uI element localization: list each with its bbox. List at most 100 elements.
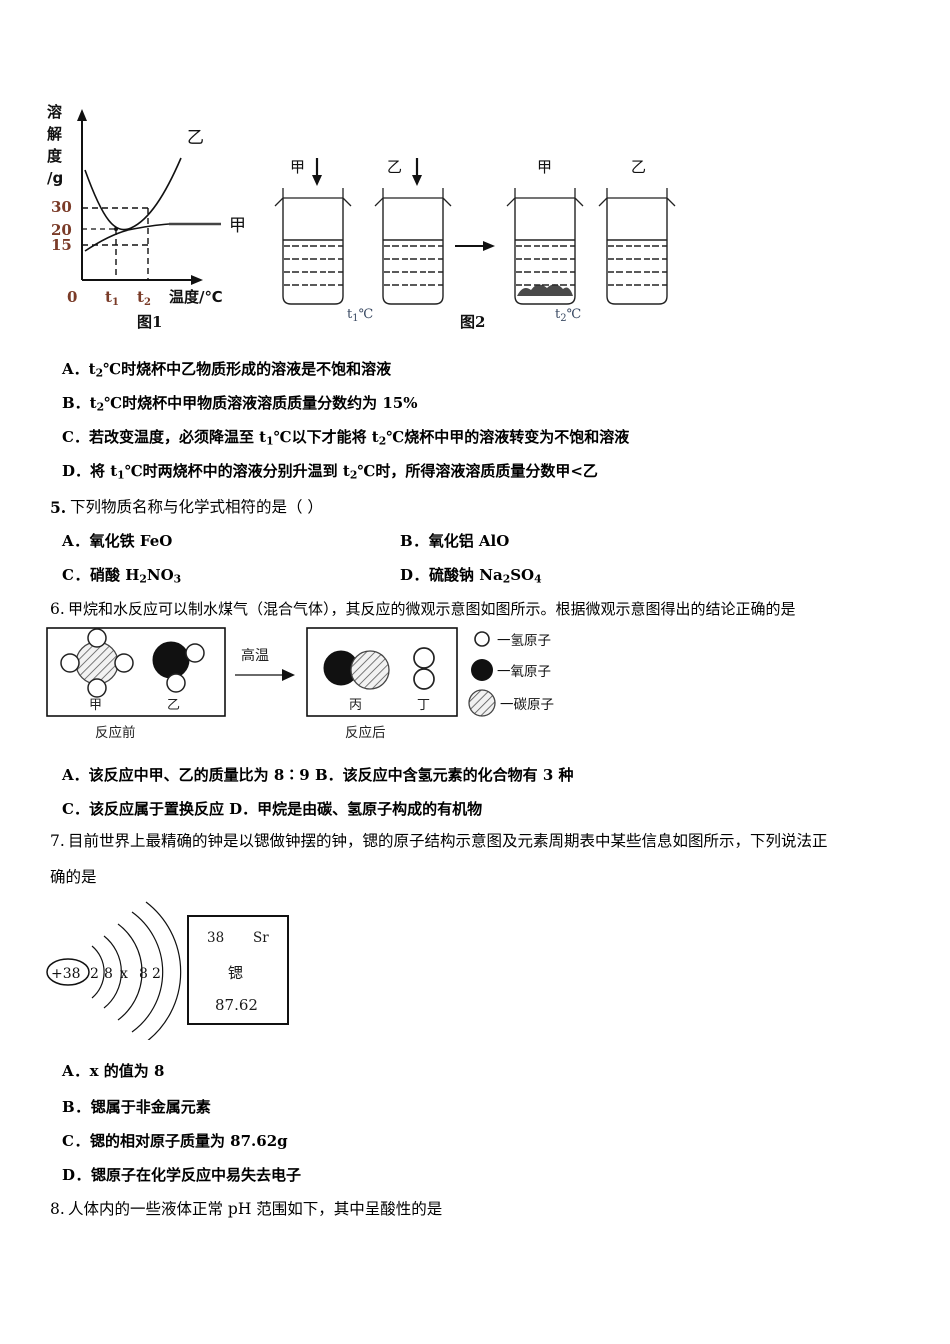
beaker-3 [506,187,584,305]
q5-option-a: A．氧化铁 FeO [62,532,172,550]
svg-text:一碳原子: 一碳原子 [500,697,554,713]
q7-option-c-text: 锶的相对原子质量为 87.62g [89,1132,288,1150]
molecule-methane [60,628,134,698]
beaker-2-label: 乙 [387,158,402,176]
q7-number: 7. [50,832,65,850]
figure-solubility-chart: 溶 解 度 /g 30 20 15 0 t1 t2 温度/℃ 乙 甲 [45,95,275,315]
intersection-point [114,227,118,231]
molecule-water [152,641,205,693]
q5-option-b-formula: AlO [478,532,510,550]
element-box [187,915,289,1025]
svg-text:一氧原子: 一氧原子 [497,664,551,680]
q7-option-c-label: C． [62,1132,90,1150]
beaker-4 [598,187,676,305]
q4-option-d: D．将 t1℃时两烧杯中的溶液分别升温到 t2℃时，所得溶液溶质质量分数甲<乙 [62,462,598,482]
shell-arc-1 [91,945,105,999]
q7-option-d: D．锶原子在化学反应中易失去电子 [62,1166,301,1184]
figure-microscopic-reaction: 甲 乙 反应前 高温 丙 丁 反应后 [45,625,605,745]
x-tick-t1: t1 [105,288,119,308]
y-axis-char-1: 溶 [47,103,62,121]
figure2-caption: 图2 [460,313,486,331]
shell-count-5: 2 [152,966,161,982]
curve-label-yi: 乙 [187,128,204,148]
x-axis-title: 温度/℃ [169,288,223,306]
nucleus-charge: +38 [51,966,81,982]
legend-carbon: 一碳原子 [468,689,554,717]
after-box [306,627,458,717]
q5-option-b-label: B． [400,532,429,550]
y-tick-15: 15 [51,236,72,254]
before-box [46,627,226,717]
q5-option-d: D．硫酸钠 Na2SO4 [400,566,542,586]
q4-option-c: C．若改变温度，必须降温至 t1℃以下才能将 t2℃烧杯中甲的溶液转变为不饱和溶… [62,428,630,448]
temp-label-t1: t1℃ [347,307,373,324]
q5-option-a-name: 氧化铁 [89,532,140,550]
q7-option-a-label: A． [62,1062,90,1080]
shell-count-3: x [120,966,128,982]
figure1-caption: 图1 [137,313,163,331]
shell-count-1: 2 [90,966,99,982]
q6-number: 6. [50,600,65,618]
label-before: 反应前 [95,724,136,741]
y-axis-char-3: 度 [47,147,63,165]
q6-stem: 甲烷和水反应可以制水煤气（混合气体），其反应的微观示意图如图所示。根据微观示意图… [68,600,796,618]
legend-hydrogen: 一氢原子 [474,631,551,649]
curve-yi [84,157,182,231]
shell-arc-5 [145,901,182,1040]
shell-count-2: 8 [104,966,113,982]
figure-atom-structure: +38 2 8 x 8 2 38 Sr 锶 87.62 [40,900,330,1040]
beaker-1 [274,187,352,305]
element-atomic-number: 38 [207,930,224,946]
beaker-1-label: 甲 [290,158,305,176]
shell-count-4: 8 [139,966,148,982]
label-jia: 甲 [89,698,102,713]
q7-stem-line2: 确的是 [50,868,97,886]
shell-arc-2 [103,935,122,1009]
element-mass: 87.62 [215,996,258,1014]
q7-stem-line1: 目前世界上最精确的钟是以锶做钟摆的钟，锶的原子结构示意图及元素周期表中某些信息如… [68,832,828,850]
y-axis-arrow [77,109,87,121]
x-axis-arrow [191,275,203,285]
svg-text:一氢原子: 一氢原子 [497,633,551,649]
beaker-3-label: 甲 [537,158,552,176]
q5-option-c-label: C． [62,566,90,584]
q7-option-d-text: 锶原子在化学反应中易失去电子 [91,1166,302,1184]
q5-stem: 下列物质名称与化学式相符的是（ ） [70,498,323,516]
curve-label-jia: 甲 [229,216,246,236]
q5-option-a-formula: FeO [139,532,173,550]
element-symbol: Sr [253,930,269,946]
y-tick-30: 30 [51,198,72,216]
y-axis-char-2: 解 [47,125,62,143]
beaker-4-label: 乙 [631,158,646,176]
q8-number: 8. [50,1200,65,1218]
q5-option-c-name: 硝酸 [89,566,126,584]
q5-option-d-name: 硫酸钠 [429,566,480,584]
y-axis-char-4: /g [47,169,63,187]
q5-option-d-label: D． [400,566,430,584]
curve-jia [84,223,170,252]
q6-options-line1: A．该反应中甲、乙的质量比为 8∶9 B．该反应中含氢元素的化合物有 3 种 [62,766,574,784]
q7-option-b: B．锶属于非金属元素 [62,1098,211,1116]
molecule-carbon-monoxide [323,650,390,690]
q7-option-c: C．锶的相对原子质量为 87.62g [62,1132,288,1150]
label-bing: 丙 [349,698,362,713]
shell-arc-4 [131,911,164,1033]
q7-option-d-label: D． [62,1166,92,1184]
nucleus-circle [46,958,90,986]
molecule-hydrogen [413,647,435,690]
q5-option-b-name: 氧化铝 [428,532,479,550]
figure-beakers: 甲 乙 甲 [265,150,685,325]
q7-option-b-label: B． [62,1098,91,1116]
x-tick-t2: t2 [137,288,151,308]
q5-option-b: B．氧化铝 AlO [400,532,509,550]
q7-option-a: A．x 的值为 8 [62,1062,164,1080]
q4-option-a: A．t2℃时烧杯中乙物质形成的溶液是不饱和溶液 [62,360,392,380]
shell-arc-3 [117,923,143,1021]
temp-label-t2: t2℃ [555,307,581,324]
y-tick-20: 20 [51,221,72,239]
beaker-2 [374,187,452,305]
label-condition: 高温 [241,647,269,664]
precipitate [517,284,573,296]
q6-options-line2: C．该反应属于置换反应 D．甲烷是由碳、氢原子构成的有机物 [62,800,483,818]
